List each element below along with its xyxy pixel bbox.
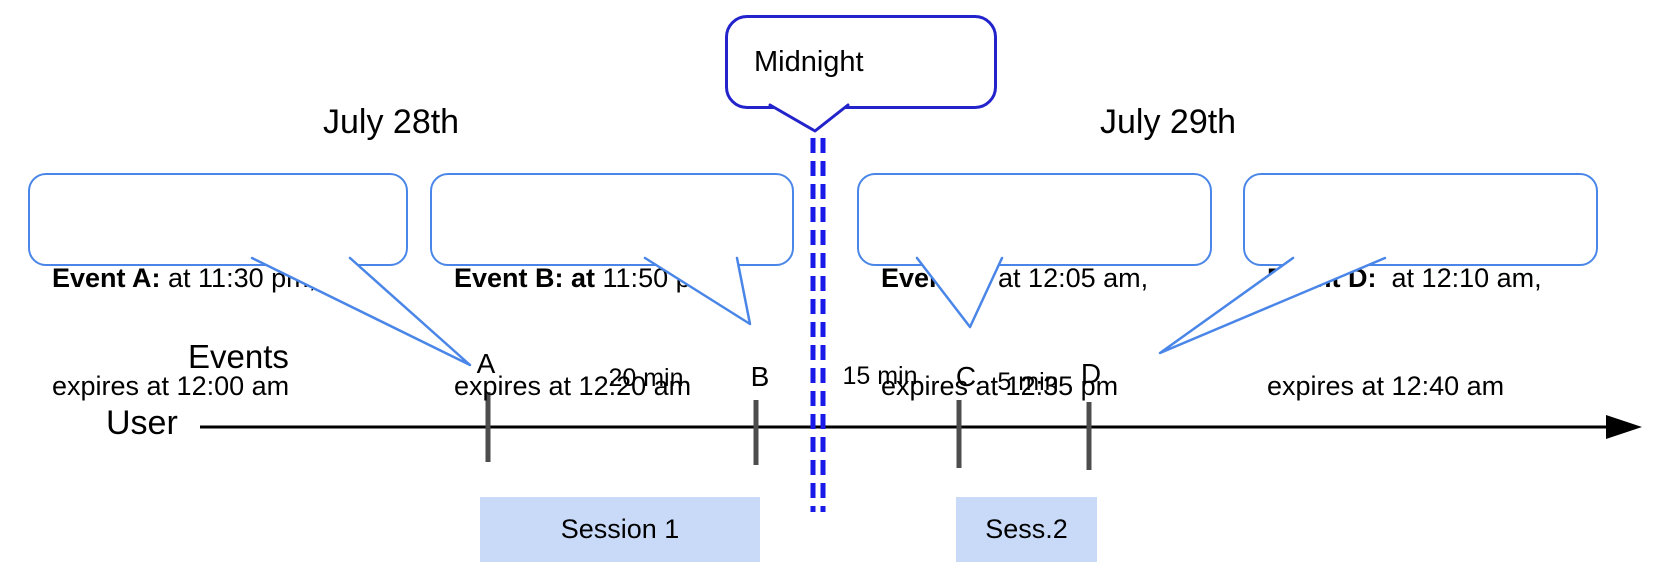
callout-a-time: at 11:30 pm,: [160, 263, 317, 293]
event-callout-d: Event D: at 12:10 am, expires at 12:40 a…: [1243, 173, 1598, 401]
callout-b-line2: expires at 12:20 am: [454, 371, 692, 401]
callout-b-time: 11:50 pm,: [595, 263, 721, 293]
callout-d-line1: Event D: at 12:10 am,: [1267, 260, 1596, 296]
callout-a-line1: Event A: at 11:30 pm,: [52, 260, 406, 296]
callout-b-line1: Event B: at 11:50 pm,: [454, 260, 792, 296]
session-2-box: Sess.2: [956, 497, 1097, 562]
callout-c-title: Event C:: [881, 263, 991, 293]
session-2-label: Sess.2: [985, 514, 1068, 544]
session-1-label: Session 1: [560, 514, 680, 544]
session-1-box: Session 1: [480, 497, 760, 562]
callout-a-line2: expires at 12:00 am: [52, 371, 290, 401]
tick-label-b: B: [750, 361, 770, 392]
date-header-july-29: July 29th: [1100, 103, 1237, 141]
callout-b-title: Event B: at: [454, 263, 596, 293]
tick-label-d: D: [1080, 358, 1102, 389]
callout-d-title: Event D:: [1267, 263, 1377, 293]
gap-label-20min: 20 min: [608, 364, 684, 392]
event-callout-c: Event C: at 12:05 am, expires at 12:35 p…: [857, 173, 1212, 401]
callout-d-time: at 12:10 am,: [1376, 263, 1542, 293]
callout-c-time: at 12:05 am,: [990, 263, 1149, 293]
callout-d-line2: expires at 12:40 am: [1267, 371, 1505, 401]
user-row-label: User: [106, 404, 178, 442]
event-callout-a: Event A: at 11:30 pm, expires at 12:00 a…: [28, 173, 408, 401]
tick-label-c: C: [955, 361, 977, 392]
callout-c-line2: expires at 12:35 pm: [881, 371, 1119, 401]
callout-c-line1: Event C: at 12:05 am,: [881, 260, 1210, 296]
midnight-bubble: Midnight: [725, 15, 997, 109]
gap-label-5min: 5 min: [997, 368, 1059, 396]
midnight-label: Midnight: [754, 45, 864, 78]
gap-label-15min: 15 min: [842, 362, 918, 390]
tick-label-a: A: [476, 348, 496, 379]
event-callout-b: Event B: at 11:50 pm, expires at 12:20 a…: [430, 173, 794, 401]
callout-a-title: Event A:: [52, 263, 161, 293]
date-header-july-28: July 28th: [323, 103, 460, 141]
timeline-arrowhead-icon: [1606, 415, 1642, 439]
